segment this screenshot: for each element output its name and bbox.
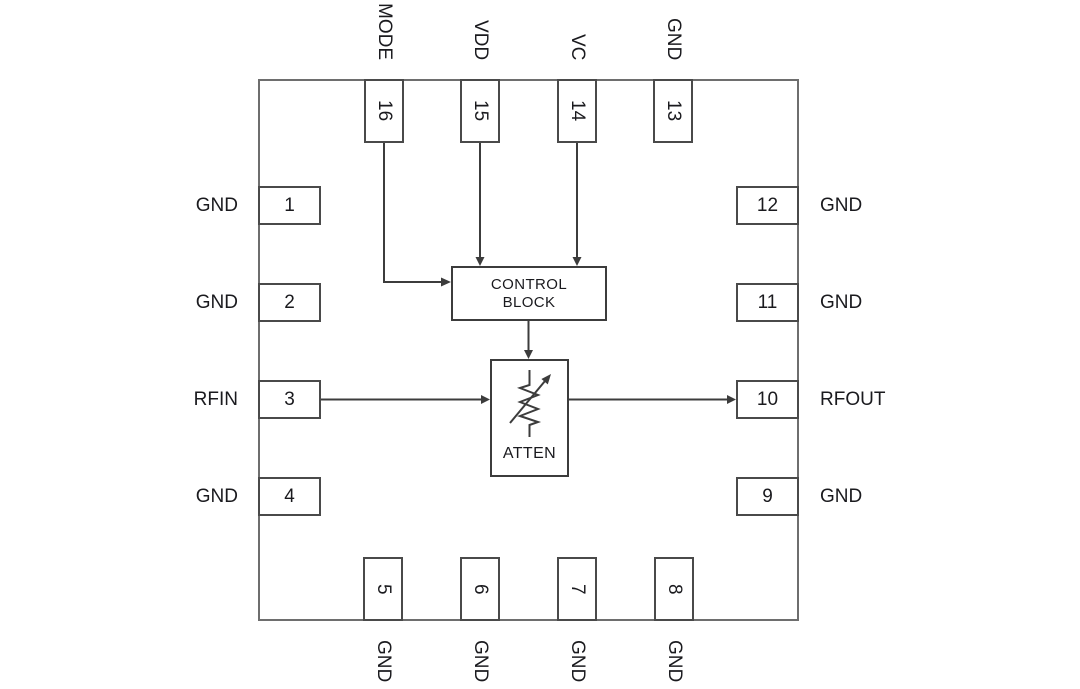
pin-12-box: 12 <box>736 186 799 225</box>
pin-4-label: GND <box>195 485 238 507</box>
pin-15-number: 15 <box>470 100 491 122</box>
control-block-label-line2: BLOCK <box>502 293 556 311</box>
pin-13-box: 13 <box>653 79 693 143</box>
pin-16-number: 16 <box>374 100 395 122</box>
pin-5-box: 5 <box>363 557 403 621</box>
pin-8-label: GND <box>664 640 685 683</box>
pin-8-number: 8 <box>664 583 685 595</box>
pin-8-box: 8 <box>654 557 694 621</box>
arrowhead <box>475 257 485 266</box>
arrowhead <box>727 395 736 404</box>
pin-7-number: 7 <box>567 583 588 595</box>
pin-4-box: 4 <box>258 477 321 516</box>
pin-14-box: 14 <box>557 79 597 143</box>
arrowhead <box>524 350 533 359</box>
pin-14-number: 14 <box>567 100 588 122</box>
pin-5-number: 5 <box>373 583 394 595</box>
pin-3-label: RFIN <box>193 388 238 410</box>
pin-5-label: GND <box>373 640 394 683</box>
pin-15-label: VDD <box>470 19 491 60</box>
pin-14-label: VC <box>567 33 588 60</box>
wire-rfin-to-atten <box>321 395 490 404</box>
pin-2-number: 2 <box>284 291 295 313</box>
attenuator-label: ATTEN <box>502 445 557 462</box>
pin-9-number: 9 <box>762 485 773 507</box>
pin-13-label: GND <box>663 17 684 60</box>
variable-attenuator-icon <box>509 370 551 437</box>
control-block: CONTROL BLOCK <box>451 266 607 321</box>
pin-7-label: GND <box>567 640 588 683</box>
pin-1-label: GND <box>195 194 238 216</box>
pin-16-box: 16 <box>364 79 404 143</box>
pin-6-label: GND <box>470 640 491 683</box>
pin-15-box: 15 <box>460 79 500 143</box>
pin-7-box: 7 <box>557 557 597 621</box>
pin-3-box: 3 <box>258 380 321 419</box>
pin-11-number: 11 <box>757 291 778 313</box>
wire-atten-to-rfout <box>568 395 736 404</box>
pin-10-number: 10 <box>756 388 779 410</box>
pin-4-number: 4 <box>284 485 295 507</box>
pin-1-box: 1 <box>258 186 321 225</box>
arrowhead <box>572 257 582 266</box>
pin-10-box: 10 <box>736 380 799 419</box>
pin-11-label: GND <box>820 291 863 313</box>
control-block-label-line1: CONTROL <box>490 275 568 293</box>
pin-12-number: 12 <box>756 194 779 216</box>
wire-vc-to-control <box>572 143 582 266</box>
pin-1-number: 1 <box>284 194 295 216</box>
pin-3-number: 3 <box>284 388 295 410</box>
pin-2-box: 2 <box>258 283 321 322</box>
pin-6-number: 6 <box>470 583 491 595</box>
wire-control-to-atten <box>524 321 533 359</box>
pin-10-label: RFOUT <box>820 388 886 410</box>
pin-13-number: 13 <box>663 100 684 122</box>
wire-vdd-to-control <box>475 143 485 266</box>
pin-6-box: 6 <box>460 557 500 621</box>
attenuator-block: ATTEN <box>490 359 569 477</box>
wire-mode-to-control <box>383 143 451 287</box>
arrowhead <box>481 395 490 404</box>
pin-9-box: 9 <box>736 477 799 516</box>
pin-11-box: 11 <box>736 283 799 322</box>
pin-16-label: MODE <box>374 3 395 60</box>
pin-9-label: GND <box>820 485 863 507</box>
pin-2-label: GND <box>195 291 238 313</box>
pin-12-label: GND <box>820 194 863 216</box>
arrowhead <box>441 277 451 287</box>
